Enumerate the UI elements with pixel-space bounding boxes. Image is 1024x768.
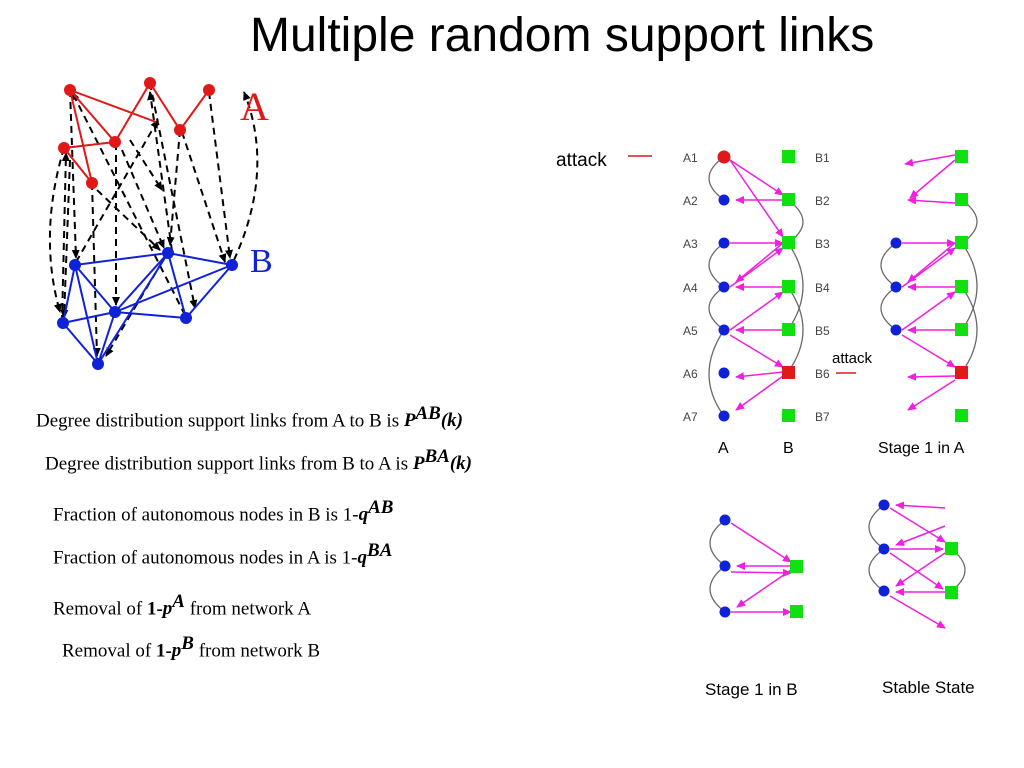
text-fraction-a: Fraction of autonomous nodes in A is 1-q… [53,540,393,569]
node-a [64,84,76,96]
svg-text:A7: A7 [683,410,698,424]
network-b-nodes [57,247,238,370]
text-degree-ba: Degree distribution support links from B… [45,446,472,475]
support-link [69,89,80,259]
cascade-support-arrows [729,159,784,411]
stage-1-in-b: Stage 1 in B [705,514,803,699]
node-b6-attacked [782,366,795,379]
support-link [48,147,65,313]
svg-text:A3: A3 [683,237,698,251]
svg-text:B3: B3 [815,237,830,251]
node-b [226,259,238,271]
node-a [109,136,121,148]
stage-1-in-a-label: Stage 1 in A [878,440,965,457]
node-b [92,358,104,370]
cascade-diagram: attack [556,150,978,699]
node-a [174,124,186,136]
support-link [147,91,173,252]
node-a [58,142,70,154]
node-b [57,317,69,329]
support-link [61,152,70,323]
support-link [96,189,161,251]
a-row-labels: A1 A2 A3 A4 A5 A6 A7 [683,151,698,424]
support-link [60,159,71,319]
support-link [233,91,259,261]
support-link [181,131,227,263]
support-link [71,91,186,316]
svg-text:B7: B7 [815,410,830,424]
stage-1-in-a: Stage 1 in A [878,150,978,457]
text-fraction-b: Fraction of autonomous nodes in B is 1-q… [53,497,394,526]
column-label-a: A [718,440,729,457]
support-link [121,149,165,249]
stable-state-label: Stable State [882,678,975,697]
cascade-a-nodes [718,194,730,422]
svg-text:B1: B1 [815,151,830,165]
stable-state: Stable State [868,499,975,697]
attack-label-b6: attack [832,350,873,367]
column-label-b: B [783,440,794,457]
left-network-diagram: A B [48,77,273,370]
svg-text:B4: B4 [815,281,830,295]
support-link [208,91,233,259]
svg-text:A6: A6 [683,367,698,381]
node-a [144,77,156,89]
node-b [69,259,81,271]
support-link [75,119,159,263]
network-a-nodes [58,77,215,189]
b-row-labels: B1 B2 B3 B4 B5 B6 B7 [815,151,830,424]
node-a1-attacked [717,150,731,164]
svg-text:A1: A1 [683,151,698,165]
label-network-a: A [240,84,269,129]
svg-text:A5: A5 [683,324,698,338]
text-removal-b: Removal of 1-pB from network B [62,633,321,662]
svg-text:A2: A2 [683,194,698,208]
support-link [129,139,163,191]
cascade-b-nodes [782,150,795,422]
attack-label: attack [556,150,607,171]
node-b [109,306,121,318]
label-network-b: B [250,243,273,280]
node-a [203,84,215,96]
node-a [86,177,98,189]
text-removal-a: Removal of 1-pA from network A [53,591,312,620]
page-title: Multiple random support links [250,9,875,62]
stage-1-in-b-label: Stage 1 in B [705,680,798,699]
support-link [166,129,181,246]
svg-text:B5: B5 [815,324,830,338]
svg-text:B2: B2 [815,194,830,208]
text-degree-ab: Degree distribution support links from A… [36,403,463,432]
support-link [91,182,101,357]
node-b [162,247,174,259]
node-b [180,312,192,324]
svg-text:B6: B6 [815,367,830,381]
network-b-edges [62,252,233,365]
svg-text:A4: A4 [683,281,698,295]
network-a-edges [63,82,210,184]
